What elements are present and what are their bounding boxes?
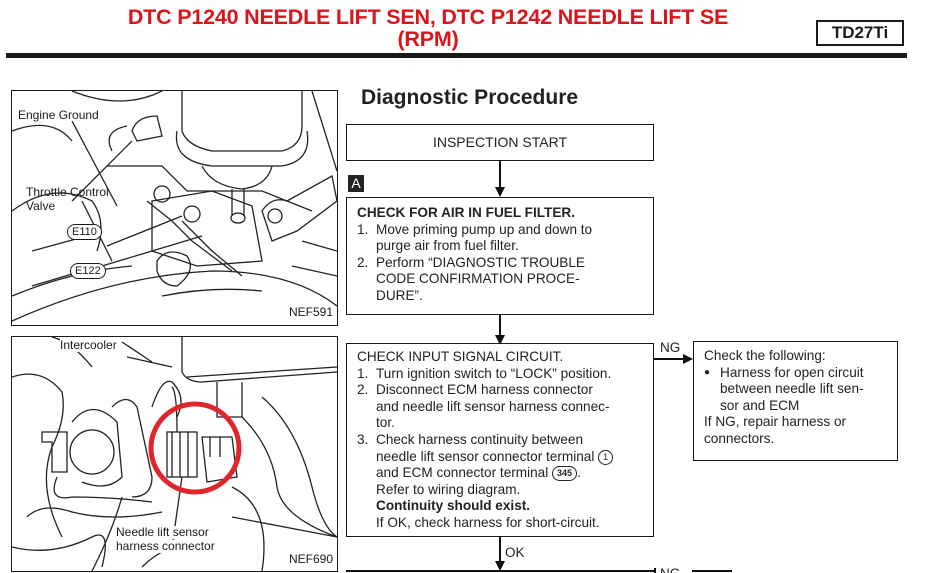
figure-code: NEF690 bbox=[288, 552, 333, 566]
step-check-air-fuel-filter: CHECK FOR AIR IN FUEL FILTER. 1. Move pr… bbox=[346, 197, 654, 315]
next-step-box-top bbox=[346, 570, 654, 572]
ng-branch-arrow bbox=[683, 354, 693, 364]
header-rule bbox=[6, 53, 907, 58]
bottom-ng-label: NG bbox=[660, 566, 680, 573]
flow-arrow-head bbox=[495, 335, 505, 345]
flow-arrow-line bbox=[499, 537, 501, 561]
callout-e110: E110 bbox=[67, 224, 102, 240]
bullet-icon: ● bbox=[704, 366, 711, 378]
ng-box-footer-2: connectors. bbox=[704, 430, 775, 446]
procedure-heading: Diagnostic Procedure bbox=[361, 86, 579, 109]
inspection-start-box: INSPECTION START bbox=[346, 124, 654, 161]
ng-box-title: Check the following: bbox=[704, 348, 826, 363]
next-step-box-edge bbox=[654, 568, 656, 573]
label-throttle-control-valve-1: Throttle Control bbox=[26, 185, 109, 199]
label-intercooler: Intercooler bbox=[60, 338, 117, 352]
ok-label: OK bbox=[505, 545, 525, 560]
step2-title: CHECK INPUT SIGNAL CIRCUIT. bbox=[357, 349, 564, 364]
flow-arrow-line bbox=[499, 161, 501, 188]
step1-item-2: 2. Perform “DIAGNOSTIC TROUBLE CODE CONF… bbox=[357, 254, 585, 303]
engine-ground-illustration bbox=[12, 91, 337, 322]
highlight-circle bbox=[148, 401, 242, 495]
step-marker-a: A bbox=[348, 175, 364, 192]
label-throttle-control-valve-2: Valve bbox=[26, 199, 56, 213]
label-needle-lift-2: harness connector bbox=[116, 539, 215, 553]
inspection-start-label: INSPECTION START bbox=[432, 134, 568, 150]
ng-box-bullet: ● Harness for open circuit between needl… bbox=[704, 364, 864, 413]
ecm-terminal-badge: 345 bbox=[552, 466, 578, 482]
page-title-line-2: (RPM) bbox=[397, 27, 459, 51]
step1-item-1: 1. Move priming pump up and down to purg… bbox=[357, 221, 593, 254]
ng-label: NG bbox=[660, 340, 681, 355]
step1-title: CHECK FOR AIR IN FUEL FILTER. bbox=[357, 205, 575, 220]
flow-arrow-head bbox=[495, 561, 505, 571]
step2-item-2: 2. Disconnect ECM harness connector and … bbox=[357, 382, 610, 431]
label-needle-lift-1: Needle lift sensor bbox=[116, 525, 209, 539]
label-engine-ground: Engine Ground bbox=[18, 108, 99, 122]
sensor-terminal-badge: 1 bbox=[598, 449, 614, 465]
step-check-input-signal-circuit: CHECK INPUT SIGNAL CIRCUIT. 1. Turn igni… bbox=[346, 343, 654, 537]
ng-action-box: Check the following: ● Harness for open … bbox=[693, 341, 898, 461]
callout-e122: E122 bbox=[70, 263, 106, 279]
figure-code: NEF591 bbox=[288, 305, 333, 319]
step2-item-3: 3. Check harness continuity between need… bbox=[357, 432, 643, 532]
step2-item-1: 1. Turn ignition switch to “LOCK” positi… bbox=[357, 365, 612, 381]
bottom-ng-branch-line bbox=[692, 570, 732, 572]
ng-box-footer-1: If NG, repair harness or bbox=[704, 414, 847, 430]
model-badge: TD27Ti bbox=[816, 20, 904, 46]
figure-nef690: Intercooler Needle lift sensor harness c… bbox=[11, 336, 338, 572]
page-title-line-1: DTC P1240 NEEDLE LIFT SEN, DTC P1242 NEE… bbox=[127, 5, 729, 29]
flow-arrow-head bbox=[495, 187, 505, 197]
ng-branch-line bbox=[654, 358, 684, 360]
figure-nef591: Engine Ground Throttle Control Valve E11… bbox=[11, 90, 338, 326]
flow-arrow-line bbox=[499, 315, 501, 337]
